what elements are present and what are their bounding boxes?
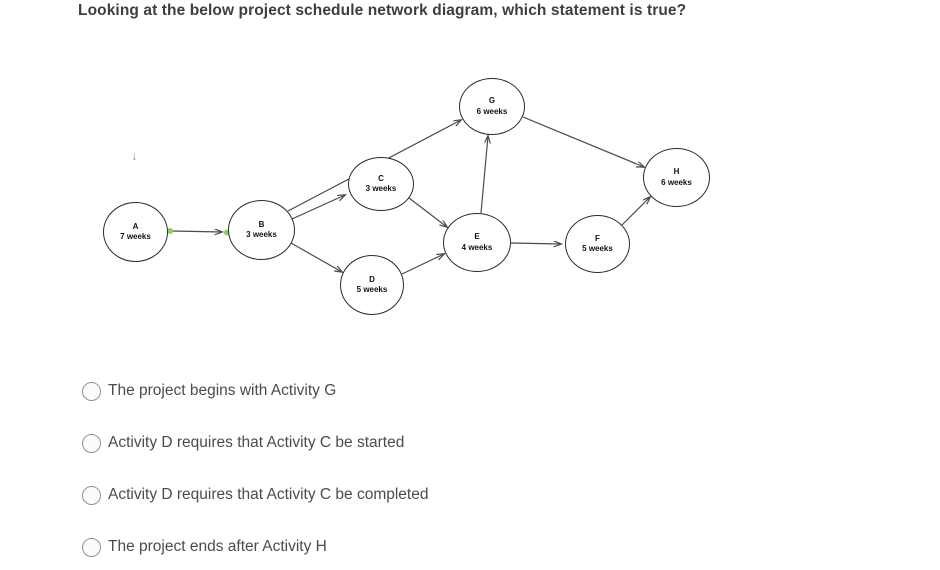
node-A: A 7 weeks: [103, 202, 168, 262]
node-F: F 5 weeks: [565, 215, 630, 273]
edge-B-C: [291, 195, 345, 220]
node-duration: 6 weeks: [661, 177, 692, 187]
option-row-4[interactable]: The project ends after Activity H: [82, 536, 327, 558]
node-label: C: [378, 173, 384, 183]
option-row-1[interactable]: The project begins with Activity G: [82, 380, 336, 402]
node-H: H 6 weeks: [643, 148, 710, 207]
edge-F-H: [621, 197, 650, 226]
node-label: G: [488, 96, 496, 106]
edge-C-E: [408, 197, 447, 227]
node-duration: 3 weeks: [246, 230, 277, 239]
node-label: B: [258, 219, 265, 229]
edge-B-D: [290, 242, 342, 272]
node-duration: 6 weeks: [476, 106, 508, 116]
node-E: E 4 weeks: [443, 213, 511, 272]
radio-option-1[interactable]: [82, 381, 101, 401]
edge-E-G: [480, 136, 488, 214]
option-label-4[interactable]: The project ends after Activity H: [108, 538, 327, 555]
node-B: B 3 weeks: [228, 200, 295, 260]
node-label: H: [673, 167, 680, 177]
edge-A-B: [171, 231, 222, 232]
option-row-2[interactable]: Activity D requires that Activity C be s…: [82, 432, 404, 454]
node-label: A: [132, 221, 139, 231]
question-title: Looking at the below project schedule ne…: [78, 2, 687, 19]
option-label-1[interactable]: The project begins with Activity G: [108, 382, 337, 399]
edge-E-F: [510, 243, 561, 244]
node-duration: 7 weeks: [120, 232, 151, 241]
radio-option-4[interactable]: [82, 537, 101, 557]
option-row-3[interactable]: Activity D requires that Activity C be c…: [82, 484, 428, 506]
node-D: D 5 weeks: [340, 255, 404, 315]
node-G: G 6 weeks: [459, 78, 525, 135]
node-label: E: [474, 232, 480, 242]
node-duration: 3 weeks: [365, 184, 397, 193]
edge-D-E: [401, 254, 444, 275]
radio-option-3[interactable]: [82, 485, 101, 505]
node-C: C 3 weeks: [348, 157, 414, 211]
node-duration: 5 weeks: [582, 244, 613, 253]
connector-dot-start: [167, 228, 173, 234]
node-duration: 4 weeks: [461, 242, 493, 252]
down-arrow-icon: ↓: [131, 148, 138, 163]
node-label: D: [369, 274, 375, 284]
project-network-diagram: ↓ A 7 weeks B 3 weeks C 3 weeks D 5 week…: [0, 40, 940, 360]
node-duration: 5 weeks: [356, 285, 388, 294]
option-label-3[interactable]: Activity D requires that Activity C be c…: [108, 486, 429, 503]
option-label-2[interactable]: Activity D requires that Activity C be s…: [108, 434, 405, 451]
edge-G-H: [522, 116, 644, 167]
radio-option-2[interactable]: [82, 433, 101, 453]
node-label: F: [595, 233, 600, 243]
